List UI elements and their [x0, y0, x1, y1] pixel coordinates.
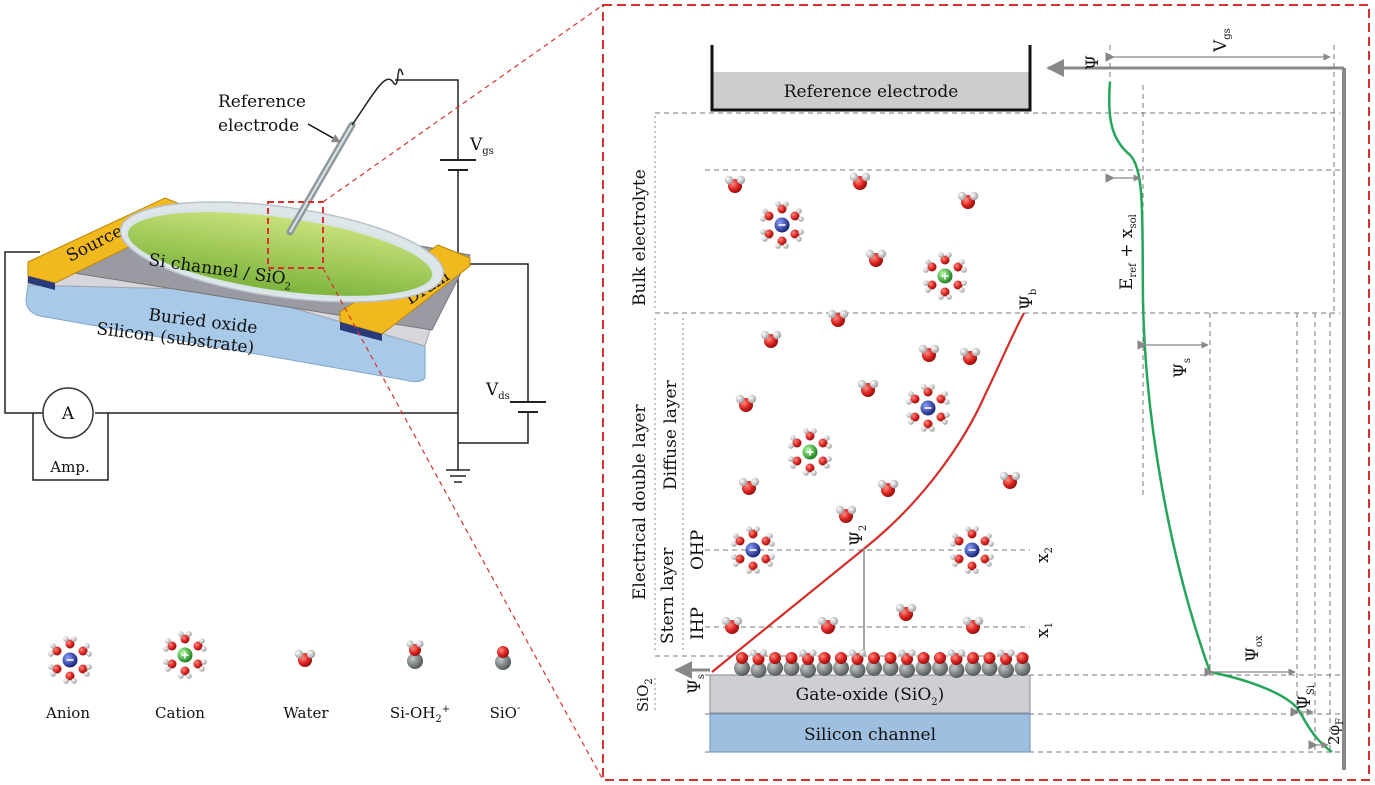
- x2-label: x2: [1033, 547, 1055, 563]
- red-potential-curve: [711, 312, 1025, 673]
- psi-axis-label: Ψ: [1083, 55, 1103, 70]
- legend: Anion Cation Water Si-OH2+ SiO-: [45, 631, 520, 725]
- ground-icon: [446, 469, 470, 483]
- circuit-wire-vds: [458, 263, 529, 444]
- legend-water-icon: [294, 649, 316, 667]
- legend-sio-icon: [495, 646, 511, 670]
- water-molecule: [738, 477, 760, 495]
- ammeter-label: A: [61, 404, 75, 424]
- sio2-label: SiO2: [634, 678, 655, 712]
- water-molecule: [957, 191, 979, 209]
- silicon-channel: [709, 713, 1031, 753]
- circuit-wire-vgs: [395, 79, 459, 413]
- legend-sioh2-icon: [406, 640, 424, 669]
- vgs-detail-label: Vgs: [1211, 28, 1233, 53]
- legend-anion-icon: [48, 636, 92, 684]
- circuit-wire-ammeter-bottom: [95, 412, 459, 470]
- legend-sio-label: SiO-: [490, 703, 521, 722]
- psi-b-label: Ψb: [1017, 289, 1039, 310]
- water-molecule: [857, 379, 879, 397]
- silicon-channel-label: Silicon channel: [804, 725, 936, 745]
- phi-f-label: 2φF: [1325, 718, 1346, 745]
- surface-group: [947, 649, 966, 678]
- fet-device: A Amp. Source Drain Si channel / SiO2 Bu…: [4, 4, 604, 781]
- water-molecule: [895, 603, 917, 621]
- water-molecule: [865, 249, 887, 267]
- gate-oxide-label: Gate-oxide (SiO2): [796, 685, 945, 708]
- zoom-line-bottom: [322, 267, 604, 781]
- vgs-label: Vgs: [469, 135, 494, 157]
- water-molecule: [817, 616, 839, 634]
- diffuse-layer-label: Diffuse layer: [661, 379, 681, 490]
- surface-groups: [734, 649, 1031, 678]
- surface-group: [799, 649, 817, 678]
- molecules: [721, 172, 1021, 634]
- water-molecule: [835, 505, 857, 523]
- psi-si-label: ΨSi: [1295, 685, 1317, 710]
- water-molecule: [959, 347, 981, 365]
- water-molecule: [724, 175, 746, 193]
- water-molecule: [760, 330, 782, 348]
- silicon-substrate: [25, 284, 426, 383]
- anion-molecule: [906, 384, 950, 432]
- water-molecule: [849, 172, 871, 190]
- detail-frame: [602, 4, 1370, 781]
- surface-group: [965, 652, 981, 676]
- surface-group: [848, 649, 867, 678]
- water-molecule: [827, 309, 849, 327]
- electrolyte-droplet: [124, 209, 436, 299]
- reference-electrode-label-line1: Reference: [218, 92, 306, 112]
- ihp-label: IHP: [688, 607, 708, 640]
- cation-molecule: [923, 252, 967, 300]
- surface-group: [749, 649, 768, 678]
- water-molecule: [721, 616, 743, 634]
- legend-sioh2-label: Si-OH2+: [390, 704, 450, 725]
- legend-water-label: Water: [283, 704, 329, 722]
- surface-group: [866, 652, 882, 676]
- anion-molecule: [760, 201, 804, 249]
- ammeter-icon: [42, 387, 94, 439]
- circuit-wire-amp-box: [32, 413, 109, 481]
- legend-anion-label: Anion: [45, 704, 90, 722]
- psi-s-right-label: Ψs: [1171, 358, 1193, 378]
- reference-pointer-arrow: [307, 123, 341, 143]
- water-molecule: [877, 479, 899, 497]
- eref-xsol-label: Eref + xsol: [1117, 214, 1139, 290]
- stern-layer-label: Stern layer: [658, 547, 678, 644]
- reference-electrode-label-line2: electrode: [218, 116, 299, 136]
- water-molecule: [918, 344, 940, 362]
- legend-cation-label: Cation: [155, 704, 205, 722]
- drain-contact-side: [340, 322, 382, 341]
- surface-group: [997, 649, 1015, 678]
- source-contact-side: [28, 276, 55, 290]
- surface-group: [898, 649, 916, 678]
- reference-electrode-container: [710, 45, 1032, 112]
- reference-electrode-detail-label: Reference electrode: [784, 82, 959, 102]
- green-potential-curve: [1107, 81, 1333, 754]
- interface-detail: Reference electrode Gate-oxide (SiO2) Si…: [602, 4, 1370, 781]
- surface-group: [767, 652, 783, 676]
- water-molecule: [962, 616, 984, 634]
- amp-label: Amp.: [49, 458, 89, 476]
- ohp-label: OHP: [688, 530, 708, 570]
- vds-label: Vds: [485, 380, 510, 402]
- electrical-double-layer-label: Electrical double layer: [630, 404, 650, 600]
- circuit-wire-left: [4, 251, 45, 414]
- psi-ox-label: Ψox: [1243, 635, 1265, 662]
- reference-electrode-body: [712, 72, 1030, 110]
- bulk-electrolyte-label: Bulk electrolyte: [630, 169, 650, 306]
- water-molecule: [999, 471, 1021, 489]
- x1-label: x1: [1033, 622, 1055, 638]
- gate-oxide: [709, 674, 1031, 714]
- zoom-line-top: [322, 4, 604, 203]
- reference-electrode-rod-highlight: [289, 124, 353, 233]
- psi-s-left-label: Ψs: [685, 674, 707, 694]
- reference-electrode-wire: [351, 68, 404, 126]
- water-molecule: [735, 394, 757, 412]
- cation-molecule: [788, 428, 832, 476]
- psi-2-label: Ψ2: [847, 525, 869, 546]
- legend-cation-icon: [163, 631, 207, 679]
